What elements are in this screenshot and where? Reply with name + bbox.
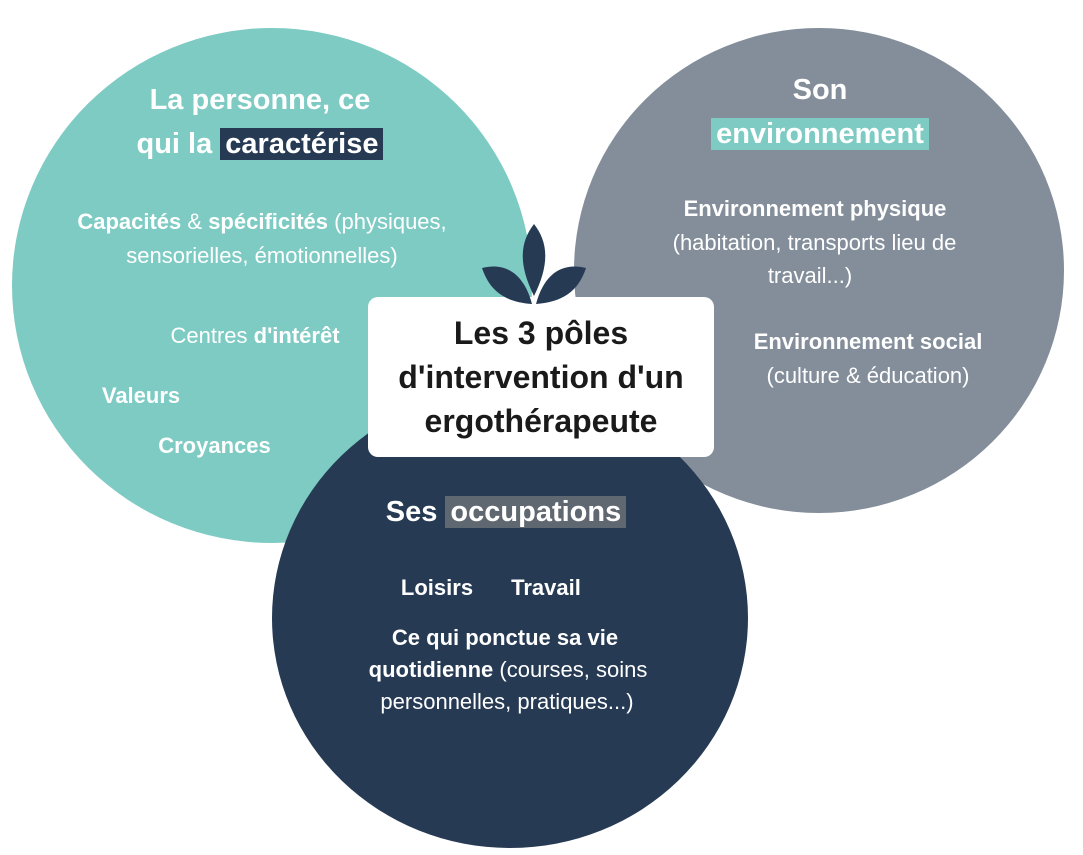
person-title-line2: qui la caractérise xyxy=(90,122,430,166)
occupations-travail: Travail xyxy=(511,575,581,600)
person-capacites-line1: Capacités & spécificités (physiques, xyxy=(32,206,492,238)
occupations-vie-line2: quotidienne (courses, soins xyxy=(330,654,686,686)
person-capacites-line2: sensorielles, émotionnelles) xyxy=(126,243,398,268)
environment-title-highlight: environnement xyxy=(711,118,929,150)
leaf-right xyxy=(536,266,586,304)
environment-physique-title: Environnement physique xyxy=(683,196,947,221)
environment-physique-line1: (habitation, transports lieu de xyxy=(672,230,957,255)
environment-title-line1: Son xyxy=(792,74,848,106)
occupations-loisirs: Loisirs xyxy=(400,575,474,600)
environment-title-line2: environnement xyxy=(675,112,965,156)
specificites-label: spécificités xyxy=(208,209,329,234)
quotidienne-bold: quotidienne xyxy=(368,657,494,682)
person-valeurs: Valeurs xyxy=(101,383,181,408)
center-title: Les 3 pôles d'intervention d'un ergothér… xyxy=(398,315,684,439)
person-title-line1: La personne, ce xyxy=(149,84,371,116)
occupations-vie-line1: Ce qui ponctue sa vie xyxy=(391,625,619,650)
environment-social-detail: (culture & éducation) xyxy=(766,363,970,388)
person-croyances: Croyances xyxy=(158,433,271,458)
interets-prefix: Centres xyxy=(170,323,254,348)
three-leaf-icon xyxy=(482,224,586,304)
environment-physique-line2: travail...) xyxy=(767,263,853,288)
environment-social-title: Environnement social xyxy=(753,329,983,354)
occupations-title-prefix: Ses xyxy=(385,496,446,528)
interets-bold: d'intérêt xyxy=(253,323,340,348)
capacites-label: Capacités xyxy=(77,209,182,234)
person-title-highlight: caractérise xyxy=(220,128,384,160)
vie-detail: (courses, soins xyxy=(493,657,648,682)
occupations-title: Ses occupations xyxy=(365,490,647,534)
occupations-title-highlight: occupations xyxy=(445,496,627,528)
center-title-box: Les 3 pôles d'intervention d'un ergothér… xyxy=(368,297,714,457)
person-title-prefix: qui la xyxy=(136,128,221,160)
ampersand: & xyxy=(181,209,209,234)
person-interets: Centres d'intérêt xyxy=(150,320,360,352)
occupations-circle xyxy=(272,388,748,848)
leaf-left xyxy=(482,266,532,304)
capacites-detail: (physiques, xyxy=(328,209,447,234)
leaf-top xyxy=(522,224,546,296)
occupations-vie-line3: personnelles, pratiques...) xyxy=(380,689,634,714)
